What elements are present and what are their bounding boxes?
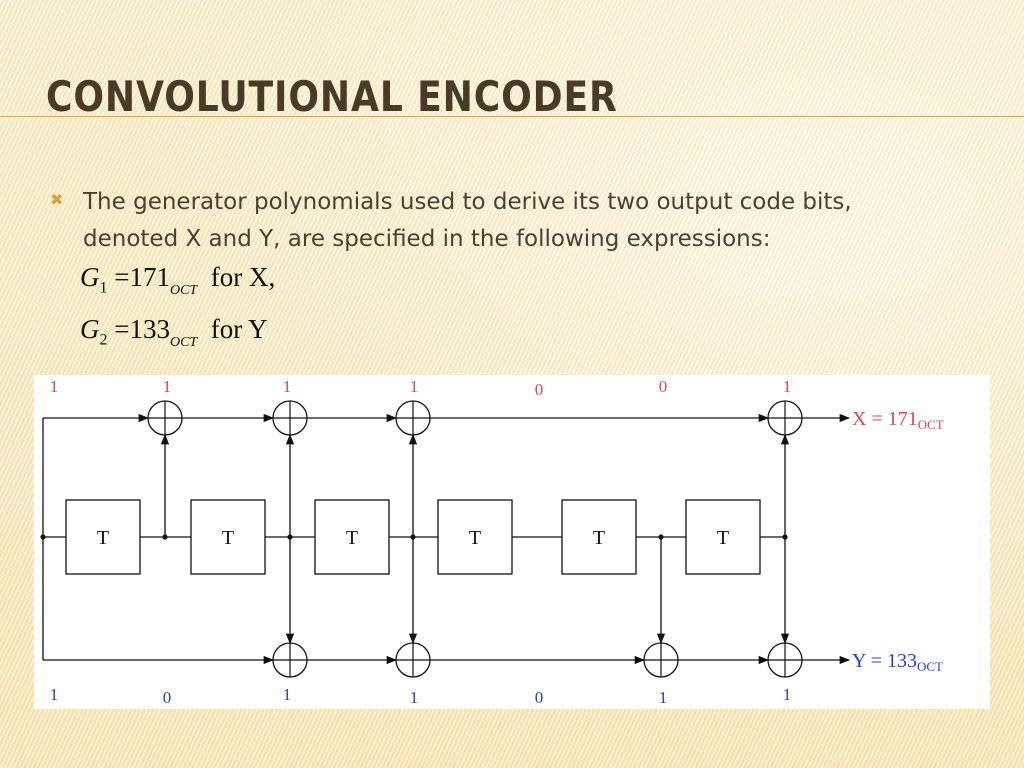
register-label: T [97,527,109,549]
bottom-coeff: 1 [50,685,59,704]
encoder-svg: T T T T T T 1 1 1 1 0 0 1 1 0 1 1 0 1 1 X = 171OCT Y = 133OC… [40,377,944,707]
xor-top [147,400,183,436]
eq2-index: 2 [99,331,108,349]
equation-g1: G1 =171OCT for X, [80,262,276,298]
shift-register: T [437,499,513,575]
eq1-unit: OCT [169,283,198,298]
eq1-symbol: G [80,262,100,292]
shift-register: T [685,499,761,575]
register-box [561,499,637,575]
xor-top [272,400,308,436]
tap-node [658,534,664,540]
register-box [190,499,266,575]
bullet-item: ✖ The generator polynomials used to deri… [50,184,950,258]
tap-node [162,534,168,540]
xor-top [767,400,803,436]
tap-node [410,534,416,540]
wires [42,413,851,665]
bottom-coeff: 1 [783,685,792,704]
input-node [40,534,46,540]
top-coeff: 1 [410,377,419,396]
bottom-coeff: 1 [659,688,668,707]
eq1-value: 171 [129,262,170,292]
register-box [314,499,390,575]
tap-node [287,534,293,540]
register-label: T [346,527,358,549]
eq1-index: 1 [99,279,108,297]
x-bullet-icon: ✖ [50,190,64,209]
xor-bottom [643,642,679,678]
x-output-label: X = 171OCT [852,408,944,432]
shift-register: T [190,499,266,575]
bullet-text: The generator polynomials used to derive… [83,189,852,252]
tap-node [782,534,788,540]
register-box [437,499,513,575]
shift-register: T [65,499,141,575]
shift-register: T [561,499,637,575]
x-output-sub: OCT [918,417,944,432]
eq1-equals: = [114,262,130,292]
bottom-coeff: 0 [163,688,172,707]
eq1-suffix: for X, [210,262,276,292]
y-output-sub: OCT [917,659,943,674]
register-box [685,499,761,575]
top-coeff: 0 [535,380,544,399]
eq2-suffix: for Y [210,314,268,344]
eq2-symbol: G [80,314,100,344]
y-output-label: Y = 133OCT [852,650,943,674]
top-coeff: 0 [659,377,668,396]
top-coeff: 1 [783,377,792,396]
register-label: T [593,527,605,549]
eq2-value: 133 [129,314,170,344]
xor-bottom [272,642,308,678]
register-label: T [222,527,234,549]
bottom-coeff: 0 [535,688,544,707]
register-label: T [469,527,481,549]
bottom-coeff: 1 [410,688,419,707]
top-coeff: 1 [50,377,59,396]
slide-title: Convolutional Encoder [46,72,618,121]
equation-g2: G2 =133OCT for Y [80,314,268,350]
top-coeff: 1 [283,377,292,396]
register-label: T [717,527,729,549]
top-coeff: 1 [163,377,172,396]
xor-bottom [767,642,803,678]
encoder-diagram: T T T T T T 1 1 1 1 0 0 1 1 0 1 1 0 1 1 X = 171OCT Y = 133OC… [34,375,990,709]
title-underline [0,116,1024,117]
eq2-equals: = [114,314,130,344]
shift-register: T [314,499,390,575]
register-box [65,499,141,575]
xor-bottom [395,642,431,678]
eq2-unit: OCT [169,335,198,350]
bottom-coeff: 1 [283,685,292,704]
xor-top [395,400,431,436]
